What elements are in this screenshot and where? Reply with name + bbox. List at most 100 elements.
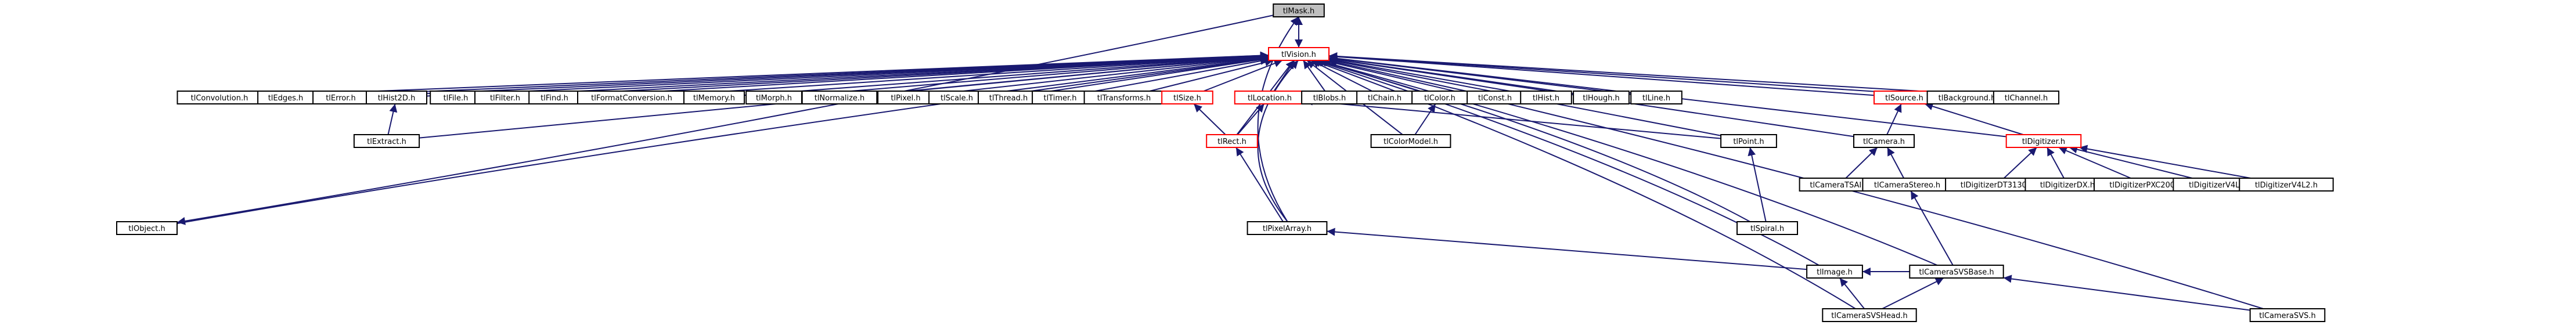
edge-tlDigitizer-to-tlSource [1924,102,2024,135]
node-tlSize[interactable]: tlSize.h [1161,91,1213,104]
node-box [366,91,427,104]
node-tlChannel[interactable]: tlChannel.h [1993,91,2060,104]
node-tlCamera[interactable]: tlCamera.h [1853,134,1915,148]
node-tlColorModel[interactable]: tlColorModel.h [1370,134,1451,148]
node-tlTransforms[interactable]: tlTransforms.h [1083,91,1165,104]
node-tlNormalize[interactable]: tlNormalize.h [801,91,878,104]
node-tlHist[interactable]: tlHist.h [1520,91,1572,104]
node-label: tlFormatConversion.h [591,94,672,103]
node-label: tlNormalize.h [815,94,865,103]
node-label: tlSpiral.h [1750,225,1784,233]
node-tlCameraTSAI[interactable]: tlCameraTSAI.h [1799,178,1880,192]
node-box [1573,91,1630,104]
node-tlDigitizerV4L2[interactable]: tlDigitizerV4L2.h [2239,178,2334,192]
node-tlHough[interactable]: tlHough.h [1573,91,1630,104]
node-label: tlImage.h [1817,268,1853,277]
edge-tlSpiral-to-tlVision [1316,59,1750,222]
edge-tlCameraSVSBase-to-tlVision [1317,58,1938,266]
edge-tlChannel-to-tlVision [1328,52,1994,96]
node-tlLine[interactable]: tlLine.h [1630,91,1682,104]
node-tlCameraSVSBase[interactable]: tlCameraSVSBase.h [1909,265,2004,279]
node-box [353,134,420,148]
node-box [1853,134,1915,148]
edge-tlScale-to-tlVision [984,55,1269,95]
node-tlFind[interactable]: tlFind.h [528,91,581,104]
node-label: tlBlobs.h [1313,94,1346,103]
node-tlCameraSVS[interactable]: tlCameraSVS.h [2249,308,2326,322]
node-box [1720,134,1777,148]
node-tlEdges[interactable]: tlEdges.h [257,91,314,104]
node-tlPixelArray[interactable]: tlPixelArray.h [1246,221,1328,235]
edge-tlDigitizerPXC200-to-tlDigitizer [2058,147,2131,179]
node-label: tlError.h [326,94,356,103]
node-label: tlFind.h [541,94,568,103]
node-tlSource[interactable]: tlSource.h [1874,91,1935,104]
node-tlPixel[interactable]: tlPixel.h [877,91,934,104]
node-label: tlEdges.h [268,94,304,103]
node-tlError[interactable]: tlError.h [312,91,369,104]
node-tlDigitizer[interactable]: tlDigitizer.h [2005,134,2082,148]
node-tlDigitizerDX[interactable]: tlDigitizerDX.h [2024,178,2110,192]
node-tlConst[interactable]: tlConst.h [1467,91,1523,104]
node-tlTimer[interactable]: tlTimer.h [1032,91,1089,104]
node-tlVision[interactable]: tlVision.h [1268,47,1330,61]
node-tlExtract[interactable]: tlExtract.h [353,134,420,148]
node-label: tlConst.h [1478,94,1512,103]
node-box [1520,91,1572,104]
node-tlImage[interactable]: tlImage.h [1806,265,1863,279]
node-box [1206,134,1258,148]
node-label: tlPixelArray.h [1263,225,1312,233]
edge-tlCameraStereo-to-tlCamera [1886,147,1905,179]
node-tlScale[interactable]: tlScale.h [928,91,985,104]
node-label: tlConvolution.h [191,94,248,103]
edge-tlTimer-to-tlVision [1087,57,1269,93]
node-tlChain[interactable]: tlChain.h [1356,91,1413,104]
node-tlFilter[interactable]: tlFilter.h [474,91,536,104]
node-tlFormatConversion[interactable]: tlFormatConversion.h [577,91,686,104]
node-tlCameraSVSHead[interactable]: tlCameraSVSHead.h [1822,308,1917,322]
node-label: tlCameraSVSHead.h [1831,312,1908,320]
node-tlThread[interactable]: tlThread.h [978,91,1039,104]
edge-tlFind-to-tlVision [579,52,1269,97]
edge-tlSpiral-to-tlPoint [1748,147,1767,222]
node-box [1246,221,1328,235]
node-box [1630,91,1682,104]
node-label: tlLocation.h [1248,94,1292,103]
edge-tlImage-to-tlPixelArray [1327,228,1807,270]
edge-tlColorModel-to-tlColor [1414,103,1436,135]
node-tlMask[interactable]: tlMask.h [1273,3,1325,17]
edge-tlDigitizerDX-to-tlDigitizer [2047,147,2065,179]
node-tlMemory[interactable]: tlMemory.h [683,91,745,104]
node-tlMorph[interactable]: tlMorph.h [745,91,802,104]
node-tlObject[interactable]: tlObject.h [116,221,178,235]
node-tlColor[interactable]: tlColor.h [1411,91,1468,104]
edge-tlImage-to-tlVision [1314,59,1820,266]
node-tlLocation[interactable]: tlLocation.h [1234,91,1306,104]
edge-tlCameraSVSHead-to-tlImage [1839,277,1865,309]
node-box [1909,265,2004,279]
node-tlHist2D[interactable]: tlHist2D.h [366,91,427,104]
edge-tlMask-to-tlObject [176,15,1274,225]
edge-tlCamera-to-tlSource [1886,103,1902,135]
node-box [1993,91,2060,104]
node-tlPoint[interactable]: tlPoint.h [1720,134,1777,148]
node-box [801,91,878,104]
node-label: tlMask.h [1283,7,1315,16]
edge-tlCameraTSAI-to-tlCamera [1845,147,1878,179]
edge-tlPixel-to-tlVision [933,54,1269,95]
node-tlFile[interactable]: tlFile.h [430,91,482,104]
node-tlCameraStereo[interactable]: tlCameraStereo.h [1862,178,1952,192]
node-tlSpiral[interactable]: tlSpiral.h [1736,221,1798,235]
node-label: tlDigitizerDX.h [2040,181,2095,190]
node-layer: tlMask.h tlVision.h tlConvolution.h tlEdges… [116,3,2334,322]
node-tlBlobs[interactable]: tlBlobs.h [1301,91,1358,104]
node-label: tlDigitizerV4L2.h [2255,181,2318,190]
node-label: tlPoint.h [1733,138,1764,146]
node-label: tlChannel.h [2005,94,2048,103]
node-label: tlRect.h [1217,138,1246,146]
node-label: tlCamera.h [1863,138,1905,146]
node-box [1822,308,1917,322]
node-tlConvolution[interactable]: tlConvolution.h [176,91,262,104]
node-tlRect[interactable]: tlRect.h [1206,134,1258,148]
node-label: tlCameraStereo.h [1874,181,1940,190]
